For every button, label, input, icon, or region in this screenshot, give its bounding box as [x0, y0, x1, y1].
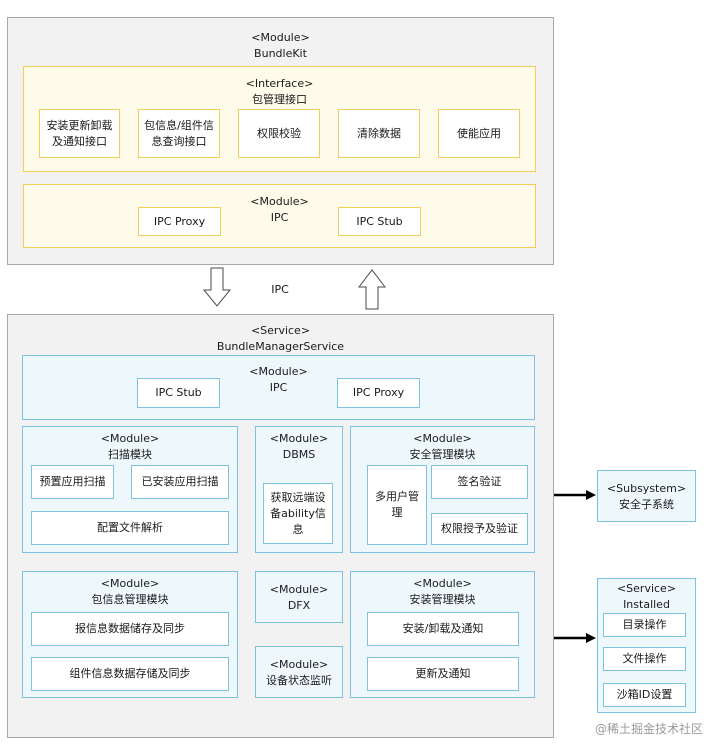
- bundlekit-ipc-proxy: IPC Proxy: [138, 207, 221, 236]
- interface-item-install: 安装更新卸载及通知接口: [39, 109, 120, 158]
- install-uninstall-notify: 安装/卸载及通知: [367, 612, 519, 646]
- devstate-name: 设备状态监听: [266, 674, 332, 687]
- subsystem-stereotype: <Subsystem>: [606, 482, 687, 495]
- installed-name: Installed: [623, 598, 670, 611]
- bms-ipc-proxy: IPC Proxy: [337, 378, 420, 408]
- ipc-label: IPC: [271, 283, 289, 296]
- security-signature: 签名验证: [431, 465, 528, 499]
- dbms-remote-ability: 获取远端设备ability信息: [263, 483, 333, 544]
- bundlekit-ipc-stub: IPC Stub: [338, 207, 421, 236]
- interface-item-clear-data: 清除数据: [338, 109, 420, 158]
- installed-directory-op: 目录操作: [603, 613, 686, 637]
- bundleinfo-storage: 报信息数据储存及同步: [31, 612, 229, 646]
- bms-stereotype: <Service>: [250, 324, 311, 337]
- security-name: 安全管理模块: [409, 448, 476, 461]
- installed-file-op: 文件操作: [603, 647, 686, 671]
- bundlekit-ipc-module: <Module> IPC: [23, 184, 536, 248]
- interface-name: 包管理接口: [252, 93, 307, 106]
- scan-installed: 已安装应用扫描: [131, 465, 229, 499]
- installed-sandbox-id: 沙箱ID设置: [603, 683, 686, 707]
- dfx-stereotype: <Module>: [269, 583, 329, 596]
- bundlekit-stereotype: <Module>: [251, 31, 310, 44]
- devstate-module: <Module> 设备状态监听: [255, 646, 343, 698]
- interface-stereotype: <Interface>: [245, 77, 314, 90]
- watermark: @稀土掘金技术社区: [594, 722, 703, 736]
- bms-ipc-stereotype: <Module>: [249, 365, 308, 378]
- bms-ipc-name: IPC: [269, 381, 288, 394]
- interface-item-enable-app: 使能应用: [438, 109, 520, 158]
- security-stereotype: <Module>: [413, 432, 472, 445]
- interface-item-permission: 权限校验: [238, 109, 320, 158]
- security-subsystem: <Subsystem> 安全子系统: [597, 470, 696, 522]
- bundleinfo-ability-storage: 组件信息数据存储及同步: [31, 657, 229, 691]
- dbms-stereotype: <Module>: [269, 432, 329, 445]
- security-permission: 权限授予及验证: [431, 513, 528, 545]
- security-multiuser: 多用户管理: [367, 465, 427, 545]
- bundleinfo-name: 包信息管理模块: [91, 593, 169, 606]
- interface-item-query: 包信息/组件信息查询接口: [138, 109, 220, 158]
- bms-ipc-module: <Module> IPC: [22, 355, 535, 420]
- bundlekit-ipc-stereotype: <Module>: [250, 195, 309, 208]
- up-arrow-icon: [357, 269, 387, 310]
- devstate-stereotype: <Module>: [269, 658, 329, 671]
- scan-config: 配置文件解析: [31, 511, 229, 545]
- bundlekit-name: BundleKit: [254, 47, 307, 60]
- dbms-name: DBMS: [282, 448, 316, 461]
- scan-stereotype: <Module>: [100, 432, 160, 445]
- install-name: 安装管理模块: [409, 593, 476, 606]
- scan-preinstalled: 预置应用扫描: [31, 465, 114, 499]
- dfx-module: <Module> DFX: [255, 571, 343, 623]
- install-stereotype: <Module>: [413, 577, 472, 590]
- down-arrow-icon: [202, 267, 232, 307]
- install-update-notify: 更新及通知: [367, 657, 519, 691]
- bms-ipc-stub: IPC Stub: [137, 378, 220, 408]
- arrowhead-installed-icon: [586, 633, 596, 643]
- bundlekit-ipc-name: IPC: [270, 211, 289, 224]
- subsystem-name: 安全子系统: [619, 498, 674, 511]
- bundleinfo-stereotype: <Module>: [100, 577, 160, 590]
- arrowhead-subsystem-icon: [586, 490, 596, 500]
- scan-name: 扫描模块: [108, 448, 152, 461]
- installed-stereotype: <Service>: [616, 582, 677, 595]
- dfx-name: DFX: [287, 599, 311, 612]
- bms-name: BundleManagerService: [216, 340, 345, 353]
